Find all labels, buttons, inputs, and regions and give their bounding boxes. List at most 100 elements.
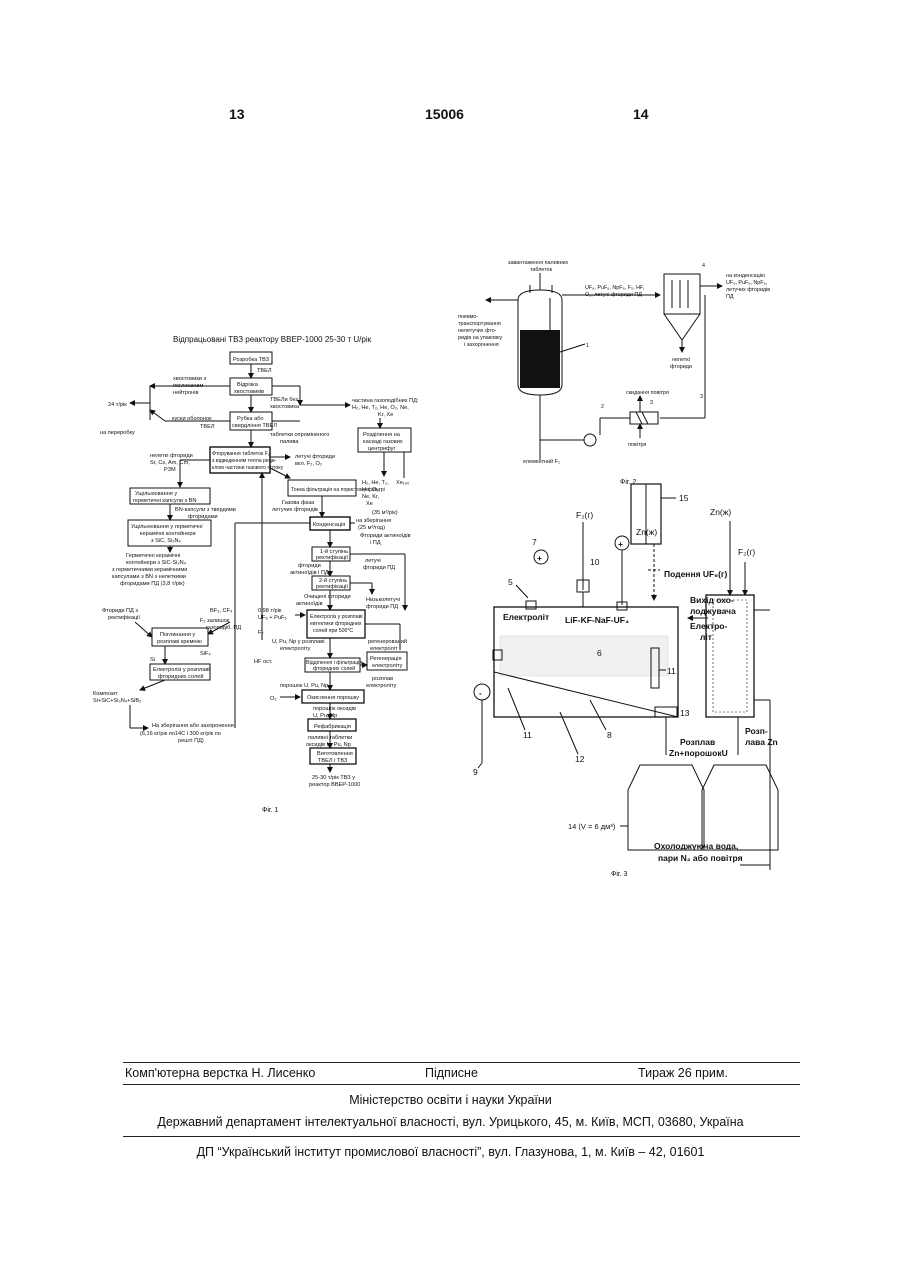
- label-zakhor-2: (6,16 кг/рік по14С і 300 кг/рік по: [140, 731, 221, 737]
- label-zakhor-1: На зберігання або захоронення: [152, 723, 234, 729]
- label-si: Si: [150, 657, 155, 663]
- label-regen-1: регенерований: [368, 638, 407, 645]
- text-rubka-1: Рубка або: [237, 416, 263, 422]
- label-nelet-3: РЗМ: [164, 467, 176, 473]
- label-germ-5: фторидами ПД (3,8 т/рік): [120, 581, 185, 587]
- f2-skyd: скидання повітря: [626, 390, 669, 396]
- f3-n15: 15: [679, 493, 689, 503]
- label-hf: HF ост.: [254, 659, 273, 665]
- f3-elektrolit: Електроліт: [503, 612, 549, 622]
- f2-n4: 4: [702, 263, 705, 269]
- label-let-pd-2: фториди ПД: [363, 565, 395, 571]
- text-ker-2: керамічні контейнери: [140, 530, 196, 537]
- label-zakhor-3: решті ПД): [178, 738, 204, 744]
- label-h2he-3: Ne, Kr,: [362, 494, 380, 500]
- f2-uf-2: O₂, летучі фториди ПД: [585, 292, 642, 298]
- text-vygot-1: Виготовлення: [317, 751, 353, 757]
- f3-f2-right: F₂(г): [738, 547, 755, 557]
- text-razbir: Розробка ТВЗ: [233, 357, 270, 363]
- label-khvost-2: поглиначем: [173, 383, 204, 389]
- label-tabletky-2: палива: [280, 439, 299, 445]
- f2-pnevmo-3: нелетучих фто-: [458, 328, 497, 334]
- f3-rozplav-znu-1: Розплав: [680, 737, 715, 747]
- text-rect2-1: 2-й ступінь: [319, 577, 347, 584]
- label-ftor-akt-2: і ПД: [370, 540, 381, 546]
- f3-n12: 12: [575, 754, 585, 764]
- label-ftor-akt2-1: фториди: [298, 563, 321, 569]
- f3-bottle-left: [628, 765, 704, 850]
- text-ftor-3: клом частини газового потоку: [212, 465, 284, 471]
- fig3-caption: Фіг. 3: [611, 870, 627, 878]
- text-okysl: Окислення порошку: [307, 695, 359, 701]
- text-vygot-2: ТВЕЛ і ТВЗ: [318, 758, 348, 764]
- f3-vykhid-1: Вихід охо-: [690, 595, 734, 605]
- text-rect1-1: 1-й ступінь: [320, 548, 348, 555]
- label-tveli-bez-1: ТВЕЛи без: [270, 397, 298, 403]
- label-nyzko-2: фториди ПД: [366, 604, 398, 610]
- f2-n3-line: 3: [700, 394, 703, 400]
- text-kondens: Конденсація: [313, 522, 345, 528]
- footer-rule-2: [123, 1084, 800, 1085]
- label-regen-2: електроліт: [370, 646, 398, 652]
- label-ftor-rect-1: Фториди ПД з: [102, 608, 138, 614]
- label-poroshok: порошок U, Pu, Np: [280, 683, 328, 689]
- text-elz2-1: Електроліз у розплаві: [153, 667, 210, 673]
- text-bn-1: Ущільнювання у: [135, 491, 177, 497]
- label-upu-2: електроліту: [280, 646, 311, 652]
- label-tabletky-1: таблетки опроміненого: [270, 432, 329, 438]
- text-pogl-2: розплаві кремнію: [157, 639, 202, 645]
- label-xe-sum: Xe₁₀₀: [396, 480, 410, 486]
- f3-n13: 13: [680, 708, 690, 718]
- label-24t: 24 т/рік: [108, 402, 127, 408]
- fig1-title: Відпрацьовані ТВЗ реактору ВВЕР-1000 25-…: [173, 335, 372, 344]
- label-chastyna-2: H₂, He, T₂, He, O₂, Ne,: [352, 405, 409, 411]
- label-ochysch-1: Очищені фториди: [304, 594, 351, 600]
- f3-plus2: +: [618, 539, 623, 549]
- label-35: (35 м³/рік): [372, 510, 398, 516]
- f3-rozplav-zn-2: лава Zn: [745, 737, 778, 747]
- fig1-caption: Фіг. 1: [262, 806, 278, 814]
- f3-n9: 9: [473, 767, 478, 777]
- f3-n11b: 11: [667, 666, 676, 676]
- label-ftor-akt2-2: актиноїдів і ПД: [290, 570, 329, 576]
- text-rubka-2: свердління ТВЕЛ: [232, 423, 277, 429]
- label-khvost-1: хвостовики з: [173, 376, 206, 382]
- f3-podannya: Подення UF₆(г): [664, 569, 727, 579]
- f3-minus-text: -: [479, 688, 482, 698]
- label-germ-2: контейнери з SiC-Si₃N₄: [126, 559, 187, 566]
- label-pererobku: на переробку: [100, 430, 135, 436]
- f3-zn-g: Zn(ж): [636, 527, 657, 537]
- label-kompozit-1: Композит: [93, 691, 118, 697]
- f2-zavant-2: таблеток: [530, 267, 553, 273]
- f2-filter: [664, 274, 700, 314]
- footer-institute: ДП “Український інститут промислової вла…: [0, 1145, 901, 1159]
- label-kompozit-2: Si+SiC+Si₃N₄+SiB₂: [93, 698, 141, 704]
- f2-pnevmo-2: транспортування: [458, 321, 501, 327]
- f2-n1: 1: [586, 343, 589, 349]
- footer-tyrazh: Тираж 26 прим.: [638, 1066, 728, 1080]
- label-bf3-2: F₂ залишок: [200, 618, 230, 624]
- label-f2: F₂: [258, 630, 264, 636]
- label-let-ftor-2: вкл. F₂, O₂: [295, 461, 322, 467]
- fig3-electrolyzer: 15 Zn(ж) Zn(ж) F₂(г) F₂(г) 7 + + 10 5 По…: [473, 484, 778, 878]
- f2-f2: елементний F₂: [523, 458, 560, 465]
- label-let-ftor-1: летучі фториди: [295, 454, 335, 460]
- label-rozplav-1: розплав: [372, 676, 393, 682]
- label-bn-kaps-2: фторидами: [188, 514, 218, 520]
- label-chastyna-3: Kr, Xe: [378, 412, 393, 418]
- label-ochysch-2: актиноїдів: [296, 601, 323, 607]
- label-nelet-1: нелеткі фториди: [150, 453, 193, 459]
- label-h2he-1: H₂, He, T₂,: [362, 480, 389, 486]
- text-tonka: Тонка фільтрація на пористому фільтрі: [291, 487, 385, 493]
- label-ftor-akt-1: Фториди актиноїдів: [360, 533, 411, 539]
- label-gaz-faza-2: летучих фторидів: [272, 507, 318, 513]
- f3-n14: 14 (V = 6 дм³): [568, 822, 616, 831]
- label-upu-1: U, Pu, Np у розплаві: [272, 639, 325, 645]
- text-rect1-2: ректифікації: [316, 555, 348, 561]
- text-pogl-1: Поглинання у: [160, 632, 195, 638]
- label-germ-4: капсулами з BN з нелеткими: [112, 574, 186, 580]
- footer-verstka: Комп'ютерна верстка Н. Лисенко: [125, 1066, 315, 1080]
- f2-kond-1: на конденсацію: [726, 273, 765, 279]
- text-regen-2: електроліту: [372, 663, 403, 669]
- f3-slope: [494, 672, 678, 717]
